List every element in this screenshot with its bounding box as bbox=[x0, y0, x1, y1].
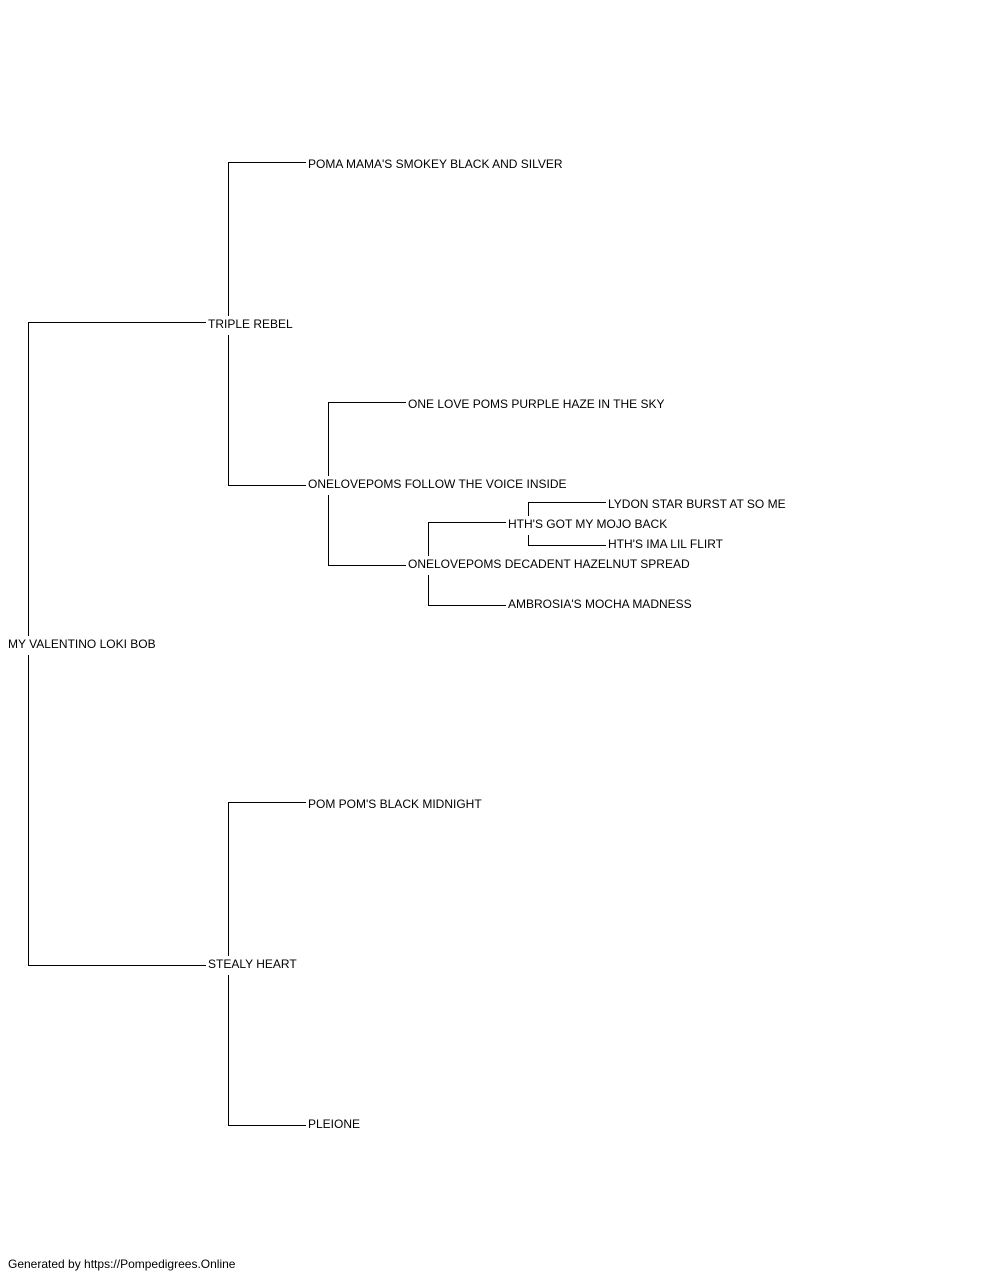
connector-subject-sire bbox=[28, 322, 206, 636]
sire-dam-dam-sire-sire-name: LYDON STAR BURST AT SO ME bbox=[608, 497, 788, 511]
sire-dam-name: ONELOVEPOMS FOLLOW THE VOICE INSIDE bbox=[308, 477, 569, 491]
footer-credit: Generated by https://Pompedigrees.Online bbox=[8, 1257, 236, 1271]
subject-name: MY VALENTINO LOKI BOB bbox=[8, 637, 158, 651]
connector-sire-dam bbox=[228, 335, 306, 486]
sire-name: TRIPLE REBEL bbox=[208, 317, 295, 331]
connector-siredamdam-sire bbox=[428, 522, 506, 556]
connector-mojo-dam bbox=[528, 535, 606, 546]
connector-mojo-sire bbox=[528, 502, 606, 516]
sire-dam-dam-dam-name: AMBROSIA'S MOCHA MADNESS bbox=[508, 597, 694, 611]
connector-dam-dam bbox=[228, 975, 306, 1126]
sire-dam-dam-sire-name: HTH'S GOT MY MOJO BACK bbox=[508, 517, 670, 531]
dam-name: STEALY HEART bbox=[208, 957, 299, 971]
connector-siredam-dam bbox=[328, 495, 406, 566]
sire-dam-dam-sire-dam-name: HTH'S IMA LIL FLIRT bbox=[608, 537, 725, 551]
connector-dam-sire bbox=[228, 802, 306, 956]
connector-sire-sire bbox=[228, 162, 306, 316]
dam-sire-name: POM POM'S BLACK MIDNIGHT bbox=[308, 797, 484, 811]
dam-dam-name: PLEIONE bbox=[308, 1117, 363, 1131]
connector-subject-dam bbox=[28, 655, 206, 966]
connector-siredam-sire bbox=[328, 402, 406, 476]
connector-siredamdam-dam bbox=[428, 575, 506, 606]
sire-sire-name: POMA MAMA'S SMOKEY BLACK AND SILVER bbox=[308, 157, 565, 171]
sire-dam-dam-name: ONELOVEPOMS DECADENT HAZELNUT SPREAD bbox=[408, 557, 692, 571]
sire-dam-sire-name: ONE LOVE POMS PURPLE HAZE IN THE SKY bbox=[408, 397, 667, 411]
